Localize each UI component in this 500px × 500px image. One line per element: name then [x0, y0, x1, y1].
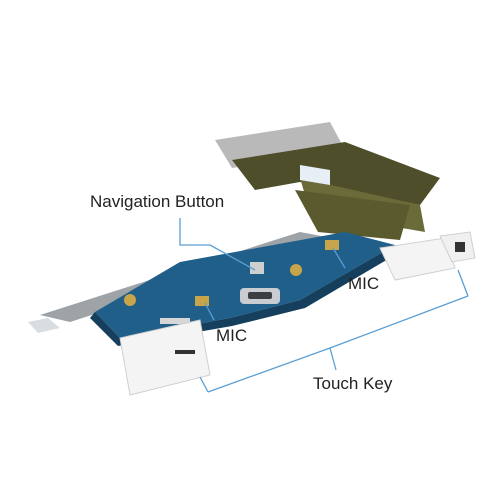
callout-mic-left	[204, 302, 215, 321]
nav-button-component	[250, 262, 264, 274]
flex-tape	[300, 165, 330, 185]
callout-lines	[179, 218, 469, 393]
callout-touch-right-tick	[457, 269, 469, 297]
navigation-button-label: Navigation Button	[90, 192, 225, 211]
touch-key-label: Touch Key	[313, 374, 393, 393]
touch-key-left-contact	[175, 350, 195, 354]
screw-pad-left	[124, 294, 136, 306]
pcb-board	[95, 232, 395, 338]
flex-ribbon-mid	[295, 190, 410, 240]
main-pcb	[90, 232, 400, 346]
callout-nav-pointer	[209, 244, 256, 271]
mic-component-left	[195, 296, 209, 306]
callout-touch-left-tick	[199, 376, 209, 393]
mic-label-left: MIC	[216, 326, 248, 345]
flex-ribbon-upper	[232, 142, 440, 205]
flex-cable	[215, 122, 440, 240]
callout-mic-right	[332, 247, 346, 269]
touch-key-right	[379, 237, 456, 281]
touch-key-right-chip	[455, 242, 465, 252]
usb-port-opening	[248, 292, 272, 299]
callout-nav	[179, 218, 210, 246]
touch-key-pads	[119, 231, 476, 396]
callout-touch-stem	[329, 347, 337, 371]
mic-component-right	[325, 240, 339, 250]
screw-pad-right	[290, 264, 302, 276]
pcb-contacts	[160, 318, 190, 324]
touch-key-left	[119, 319, 211, 396]
flex-stiffener-top	[215, 122, 345, 168]
mic-label-right: MIC	[348, 274, 380, 293]
strip-end-tab	[28, 318, 60, 333]
